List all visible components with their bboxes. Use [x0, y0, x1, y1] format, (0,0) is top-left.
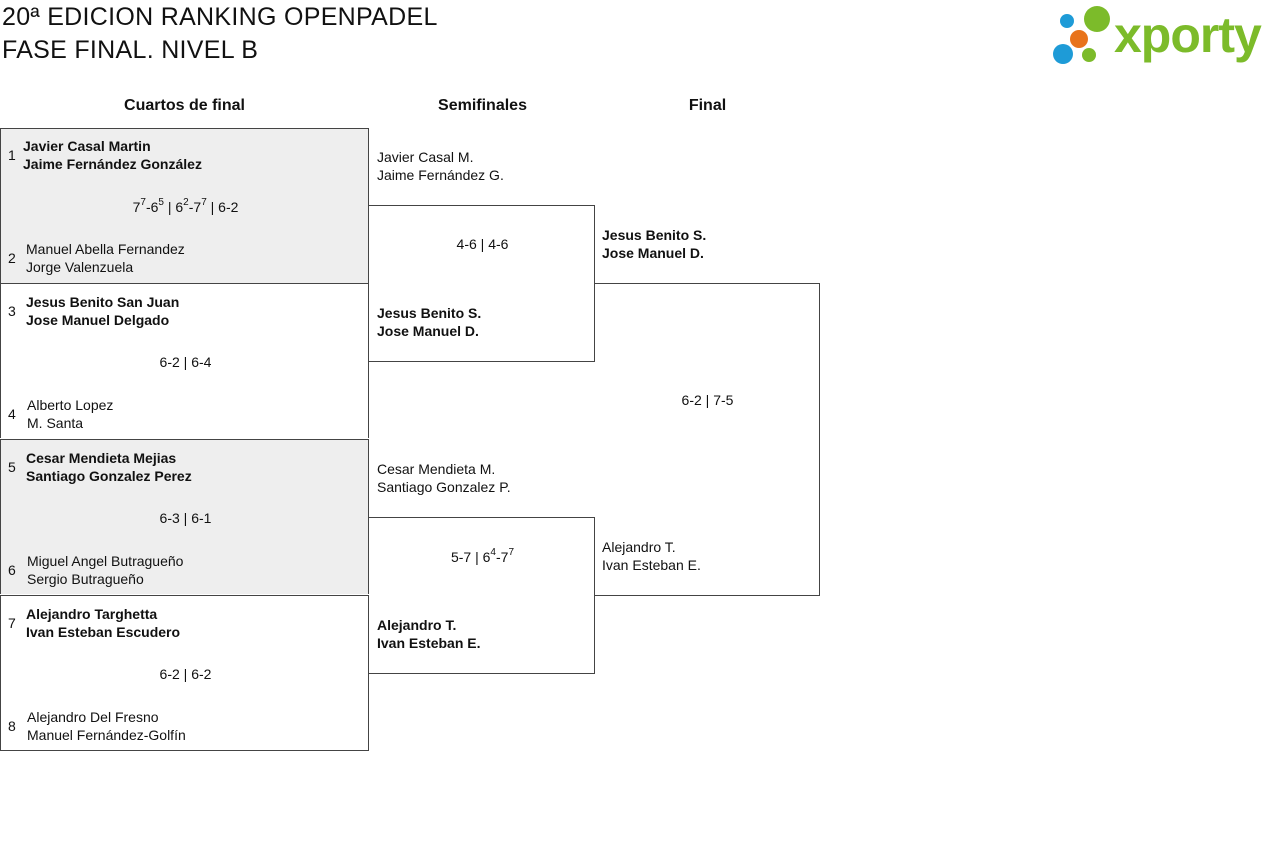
- round-header-semifinals: Semifinales: [438, 97, 527, 114]
- player-name: Alejandro T.: [377, 617, 457, 633]
- player-name: Jose Manuel D.: [602, 245, 704, 261]
- player-name: Manuel Abella Fernandez: [26, 241, 185, 257]
- pair-bottom: Miguel Angel Butragueño Sergio Butragueñ…: [27, 552, 183, 588]
- pair-bottom: Manuel Abella Fernandez Jorge Valenzuela: [26, 240, 185, 276]
- player-name: Jesus Benito S.: [377, 305, 482, 321]
- player-name: Alejandro T.: [602, 539, 676, 555]
- seed-number: 8: [8, 718, 16, 734]
- player-name: Ivan Esteban Escudero: [26, 624, 181, 640]
- round-header-quarterfinals: Cuartos de final: [124, 97, 245, 114]
- player-name: Ivan Esteban E.: [377, 635, 481, 651]
- semifinal-1-pair-bottom: Jesus Benito S. Jose Manuel D.: [377, 304, 481, 340]
- player-name: Jaime Fernández G.: [377, 167, 504, 183]
- logo-dot-green: [1084, 6, 1110, 32]
- final-pair-top: Jesus Benito S. Jose Manuel D.: [602, 226, 706, 262]
- semifinal-2-pair-bottom: Alejandro T. Ivan Esteban E.: [377, 616, 480, 652]
- xporty-logo: xporty: [1052, 4, 1276, 66]
- player-name: Sergio Butragueño: [27, 571, 144, 587]
- round-header-final: Final: [688, 97, 727, 114]
- pair-top: Javier Casal Martin Jaime Fernández Gonz…: [23, 137, 202, 173]
- seed-number: 1: [8, 147, 16, 163]
- seed-number: 7: [8, 615, 16, 631]
- player-name: Javier Casal Martin: [23, 138, 151, 154]
- quarterfinal-match-4: 7 Alejandro Targhetta Ivan Esteban Escud…: [0, 595, 369, 751]
- final-bracket: [594, 283, 820, 596]
- player-name: Jesus Benito S.: [602, 227, 707, 243]
- player-name: Alejandro Targhetta: [26, 606, 158, 622]
- page-subtitle: FASE FINAL. NIVEL B: [2, 36, 259, 64]
- player-name: Jaime Fernández González: [23, 156, 202, 172]
- semifinal-1-score: 4-6 | 4-6: [456, 236, 509, 252]
- pair-top: Jesus Benito San Juan Jose Manuel Delgad…: [26, 293, 179, 329]
- semifinal-1-pair-top: Javier Casal M. Jaime Fernández G.: [377, 148, 504, 184]
- seed-number: 2: [8, 250, 16, 266]
- match-score: 6-2 | 6-4: [159, 354, 212, 370]
- match-score: 6-2 | 6-2: [159, 666, 212, 682]
- logo-wordmark: xporty: [1114, 7, 1262, 63]
- seed-number: 6: [8, 562, 16, 578]
- player-name: Alejandro Del Fresno: [27, 709, 159, 725]
- match-score: 77-65 | 62-77 | 6-2: [132, 197, 239, 215]
- player-name: Manuel Fernández-Golfín: [27, 727, 186, 743]
- pair-top: Alejandro Targhetta Ivan Esteban Escuder…: [26, 605, 180, 641]
- player-name: Santiago Gonzalez Perez: [26, 468, 192, 484]
- semifinal-2-score: 5-7 | 64-77: [450, 547, 514, 565]
- player-name: Cesar Mendieta M.: [377, 461, 496, 477]
- pair-bottom: Alejandro Del Fresno Manuel Fernández-Go…: [27, 708, 186, 744]
- player-name: Jose Manuel Delgado: [26, 312, 170, 328]
- player-name: Jorge Valenzuela: [26, 259, 134, 275]
- quarterfinal-match-3: 5 Cesar Mendieta Mejias Santiago Gonzale…: [0, 439, 369, 594]
- logo-dot-orange: [1070, 30, 1088, 48]
- pair-bottom: Alberto Lopez M. Santa: [27, 396, 113, 432]
- player-name: M. Santa: [27, 415, 84, 431]
- page-title: 20ª EDICION RANKING OPENPADEL: [2, 3, 438, 31]
- logo-dot-blue-small: [1060, 14, 1074, 28]
- player-name: Jose Manuel D.: [377, 323, 479, 339]
- logo-dot-green-small: [1082, 48, 1096, 62]
- semifinal-2-pair-top: Cesar Mendieta M. Santiago Gonzalez P.: [377, 460, 511, 496]
- seed-number: 3: [8, 303, 16, 319]
- match-score: 6-3 | 6-1: [159, 510, 212, 526]
- quarterfinal-match-1: 1 Javier Casal Martin Jaime Fernández Go…: [0, 128, 369, 283]
- pair-top: Cesar Mendieta Mejias Santiago Gonzalez …: [26, 449, 192, 485]
- final-pair-bottom: Alejandro T. Ivan Esteban E.: [602, 538, 701, 574]
- final-score: 6-2 | 7-5: [681, 392, 734, 408]
- player-name: Jesus Benito San Juan: [26, 294, 180, 310]
- player-name: Cesar Mendieta Mejias: [26, 450, 177, 466]
- player-name: Javier Casal M.: [377, 149, 474, 165]
- seed-number: 4: [8, 406, 16, 422]
- player-name: Ivan Esteban E.: [602, 557, 701, 573]
- player-name: Miguel Angel Butragueño: [27, 553, 184, 569]
- logo-dot-blue-large: [1053, 44, 1073, 64]
- seed-number: 5: [8, 459, 16, 475]
- player-name: Alberto Lopez: [27, 397, 114, 413]
- player-name: Santiago Gonzalez P.: [377, 479, 511, 495]
- quarterfinal-match-2: 3 Jesus Benito San Juan Jose Manuel Delg…: [0, 283, 369, 438]
